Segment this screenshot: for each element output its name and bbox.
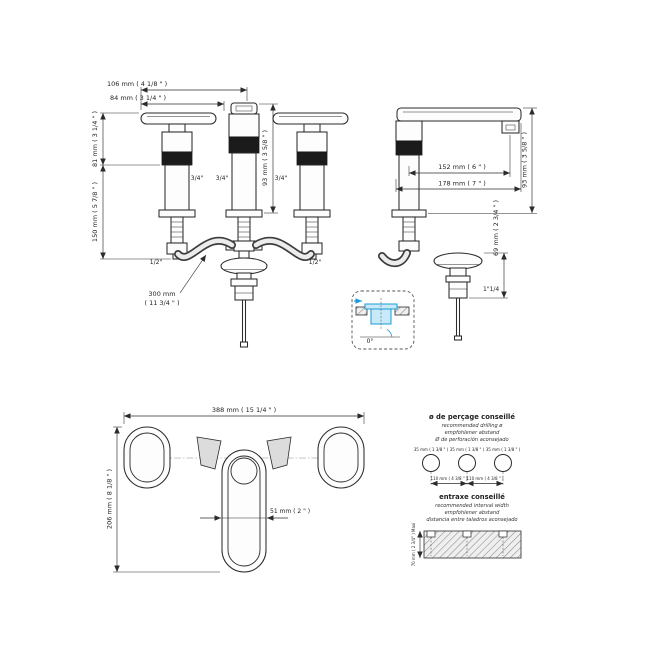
dim-152-label: 152 mm ( 6 " ) (438, 163, 486, 171)
drilling-title: ø de perçage conseillé (429, 413, 515, 421)
left-handle-base-plan (196, 436, 222, 470)
drilling-subtitle-en: recommended drilling ø (442, 423, 504, 429)
left-handle-plan (123, 426, 171, 489)
thread-34-right-label: 3/4" (275, 175, 288, 182)
right-handle-base-plan (266, 436, 292, 470)
max-thickness-label: 70 mm ( 2 3/4" ) Maxi (411, 523, 416, 567)
dim-206-label: 206 mm ( 8 1/8 " ) (106, 469, 114, 529)
spout-column-front (225, 102, 263, 259)
dim-150-label: 150 mm ( 5 7/8 " ) (91, 182, 99, 242)
drilling-panel: ø de perçage conseillé recommended drill… (411, 413, 522, 567)
thread-34-left-label: 3/4" (191, 175, 204, 182)
right-handle-plan (317, 426, 365, 489)
hole-diameter-label-1: 35 mm ( 1 3/8 " ) (414, 447, 449, 452)
spout-plan (221, 449, 267, 573)
front-dimensions: 106 mm ( 4 1/8 " ) 84 mm ( 3 1/4 " ) 93 … (91, 80, 321, 307)
pop-up-drain-front (220, 257, 268, 348)
drill-hole-center (458, 454, 476, 472)
interval-title: entraxe conseillé (439, 493, 505, 501)
dim-69-label: 69 mm ( 2 3/4 " ) (492, 200, 500, 256)
hose-length-label-line1: 300 mm (148, 290, 175, 298)
side-dimensions: 152 mm ( 6 " ) 178 mm ( 7 " ) 93 mm ( 3 … (395, 107, 537, 214)
hole-diameter-label-3: 35 mm ( 1 3/8 " ) (486, 447, 521, 452)
dim-84-label: 84 mm ( 3 1/4 " ) (110, 94, 166, 102)
dim-178-label: 178 mm ( 7 " ) (438, 180, 486, 188)
dim-81-label: 81 mm ( 3 1/4 " ) (91, 111, 99, 167)
drill-hole-right (494, 454, 512, 472)
pop-up-drain-side: 1"1/4 69 mm ( 2 3/4 " ) (433, 200, 508, 341)
drilling-subtitle-de: empfohlener abstand (445, 430, 500, 436)
connector-12-right-label: 1/2" (309, 259, 322, 266)
drill-hole-left (422, 454, 440, 472)
side-view: 152 mm ( 6 " ) 178 mm ( 7 " ) 93 mm ( 3 … (378, 107, 537, 341)
interval-subtitle-en: recommended interval width (435, 503, 509, 509)
angle-0-label: 0° (367, 338, 374, 345)
front-view: 106 mm ( 4 1/8 " ) 84 mm ( 3 1/4 " ) 93 … (91, 80, 349, 348)
detail-inset: 0° (351, 290, 415, 350)
interval-subtitle-es: distancia entre taladros aconsejado (426, 517, 517, 523)
hole-diameter-label-2: 35 mm ( 1 3/8 " ) (450, 447, 485, 452)
left-valve-front (140, 112, 217, 260)
right-valve-front (272, 112, 349, 260)
dim-51-label: 51 mm ( 2 " ) (270, 508, 310, 515)
drain-thread-label: 1"1/4 (483, 286, 499, 293)
interval-label-1: 110 mm ( 4 3/8 " ) (431, 476, 468, 481)
dim-388-label: 388 mm ( 15 1/4 " ) (212, 406, 276, 414)
counter-section: 70 mm ( 2 3/4" ) Maxi (411, 523, 522, 567)
plan-view: 388 mm ( 15 1/4 " ) 206 mm ( 8 1/8 " ) 5… (106, 406, 365, 573)
interval-label-2: 110 mm ( 4 3/8 " ) (467, 476, 504, 481)
supply-hoses (174, 236, 315, 261)
spout-profile (378, 107, 522, 268)
dim-93-front-label: 93 mm ( 3 5/8 " ) (261, 130, 269, 186)
dim-106-label: 106 mm ( 4 1/8 " ) (107, 80, 167, 88)
interval-subtitle-de: empfohlener abstand (445, 510, 500, 516)
hose-length-label-line2: ( 11 3/4 " ) (144, 299, 179, 307)
dim-93-side-label: 93 mm ( 3 5/8 " ) (521, 132, 529, 188)
connector-12-left-label: 1/2" (150, 259, 163, 266)
drilling-subtitle-es: Ø de perforación aconsejado (434, 436, 508, 443)
thread-34-center-label: 3/4" (216, 175, 229, 182)
